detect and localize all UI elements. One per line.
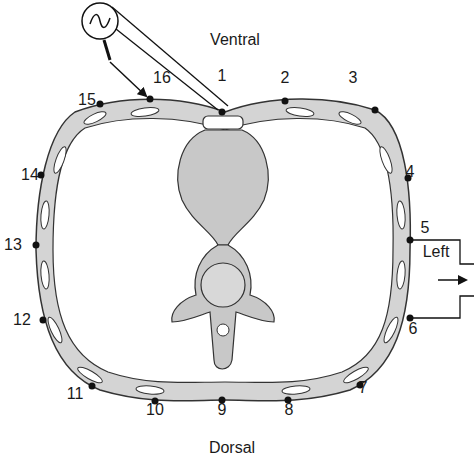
vertebral-body bbox=[201, 263, 245, 307]
thorax-outline bbox=[36, 99, 410, 401]
electrode-number: 12 bbox=[13, 312, 31, 328]
spinal-canal bbox=[217, 324, 229, 336]
side-label: Left bbox=[423, 244, 450, 260]
electrode-number: 1 bbox=[218, 68, 227, 84]
electrode-number: 14 bbox=[21, 167, 39, 183]
sternum bbox=[203, 116, 243, 129]
ribs bbox=[40, 106, 406, 395]
electrode-number: 10 bbox=[146, 402, 164, 418]
electrode-number: 2 bbox=[281, 70, 290, 86]
electrode-number: 16 bbox=[153, 70, 171, 86]
electrode-number: 3 bbox=[349, 70, 358, 86]
lung-cavity bbox=[53, 118, 393, 382]
orientation-label: Dorsal bbox=[209, 440, 255, 456]
electrode-number: 5 bbox=[421, 220, 430, 236]
voltage-measurement bbox=[410, 240, 474, 318]
electrode-number: 8 bbox=[285, 402, 294, 418]
electrode-number: 15 bbox=[78, 92, 96, 108]
electrode-number: 11 bbox=[67, 386, 84, 402]
spine bbox=[172, 245, 275, 369]
electrode-number: 4 bbox=[406, 164, 415, 180]
current-source bbox=[82, 3, 228, 110]
electrode-number: 6 bbox=[409, 321, 418, 337]
electrode-number: 9 bbox=[218, 402, 227, 418]
electrodes bbox=[33, 96, 414, 405]
orientation-label: Ventral bbox=[210, 32, 260, 48]
electrode-number: 7 bbox=[359, 380, 368, 396]
heart bbox=[178, 130, 268, 245]
electrode-number: 13 bbox=[4, 237, 22, 253]
